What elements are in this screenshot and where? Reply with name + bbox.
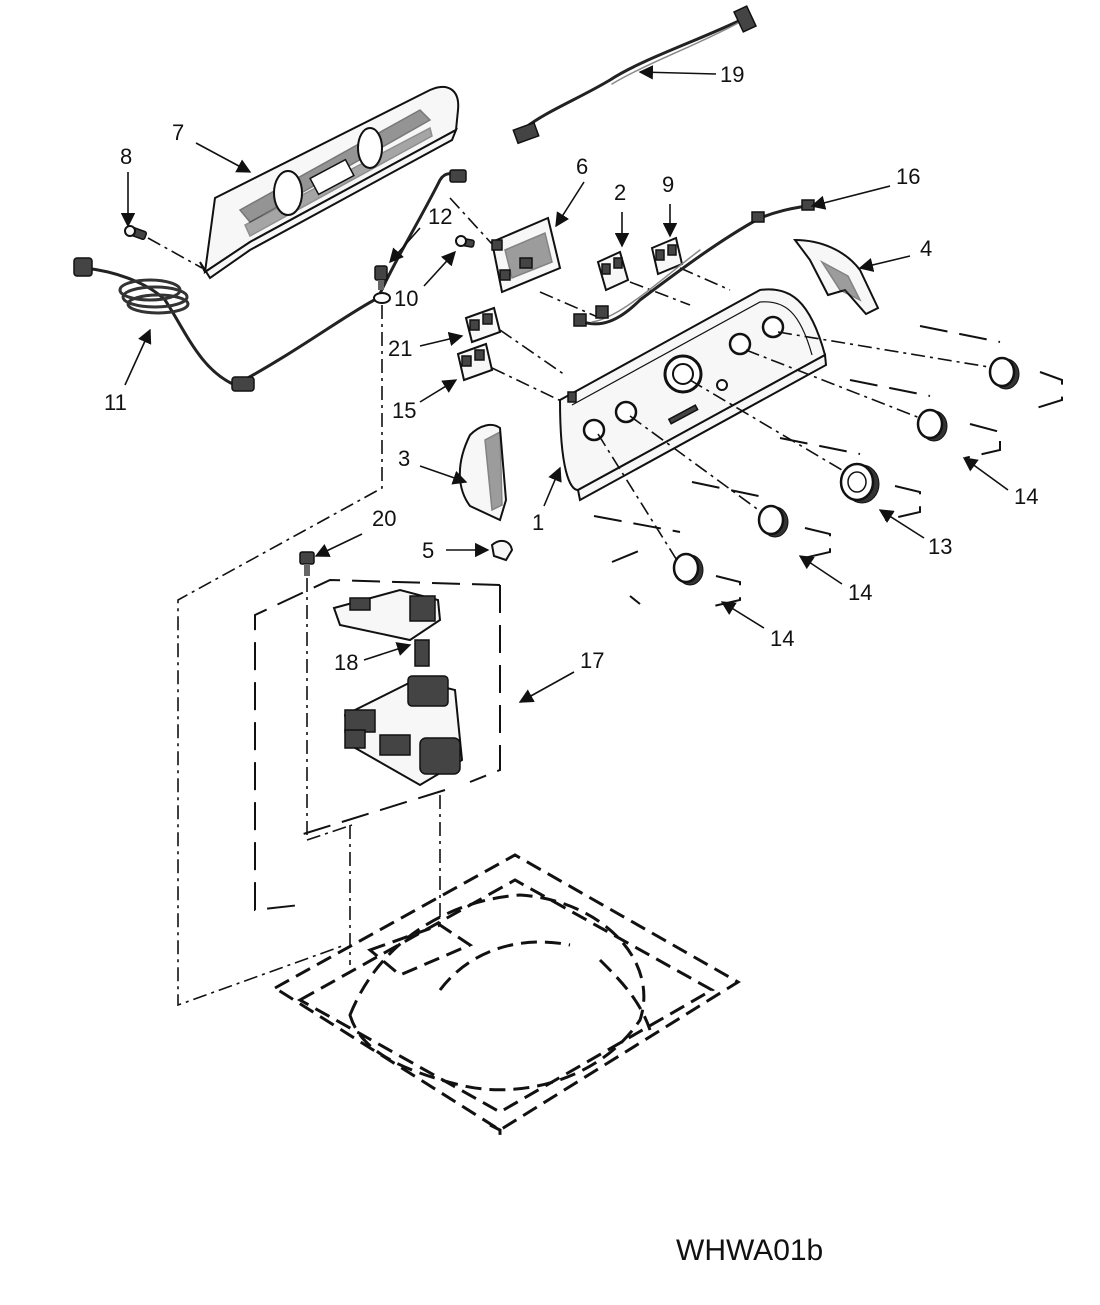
- callout-3: 3: [398, 446, 410, 471]
- clip-5: [490, 539, 514, 562]
- callout-7: 7: [172, 120, 184, 145]
- callout-5: 5: [422, 538, 434, 563]
- screw-12: [374, 265, 388, 290]
- callout-19: 19: [720, 62, 744, 87]
- callout-13: 13: [928, 534, 952, 559]
- washer-10: [373, 292, 391, 304]
- callout-16: 16: [896, 164, 920, 189]
- callout-4: 4: [920, 236, 932, 261]
- knob-14: [988, 356, 1020, 390]
- callout-10: 10: [394, 286, 418, 311]
- end-cap-3: [458, 423, 508, 522]
- water-valve-18: [332, 588, 442, 667]
- power-cord-11: [73, 169, 467, 392]
- console-1: [558, 288, 828, 502]
- callout-14: 14: [848, 580, 872, 605]
- callout-15: 15: [392, 398, 416, 423]
- callout-9: 9: [662, 172, 674, 197]
- knob-14: [672, 552, 704, 586]
- screw-near-6: [455, 235, 475, 248]
- wire-harness-19: [512, 5, 757, 145]
- callout-21: 21: [388, 336, 412, 361]
- callout-14: 14: [770, 626, 794, 651]
- dispenser-assembly-17: [343, 675, 464, 787]
- end-cap-4: [792, 238, 880, 316]
- callout-14: 14: [1014, 484, 1038, 509]
- switch-2: [596, 250, 630, 292]
- knob-14: [916, 408, 948, 442]
- callout-6: 6: [576, 154, 588, 179]
- knob-14: [757, 504, 789, 538]
- callout-18: 18: [334, 650, 358, 675]
- callout-20: 20: [372, 506, 396, 531]
- callout-11: 11: [104, 390, 127, 415]
- diagram-code: WHWA01b: [676, 1234, 823, 1267]
- callout-8: 8: [120, 144, 132, 169]
- wire-harness-16: [573, 199, 815, 327]
- assembly-17-phantom-box: [254, 578, 501, 912]
- callout-2: 2: [614, 180, 626, 205]
- callout-12: 12: [428, 204, 452, 229]
- console-knob-hole: [582, 315, 785, 442]
- console-rear-panel-7: [199, 85, 460, 280]
- screw-20: [299, 551, 315, 576]
- switch-21: [464, 306, 502, 344]
- switch-9: [650, 236, 684, 276]
- knob-13: [839, 462, 880, 504]
- control-board-6: [490, 216, 562, 294]
- callout-17: 17: [580, 648, 604, 673]
- screw-8: [124, 225, 148, 241]
- cabinet-top-phantom: [272, 853, 741, 1135]
- switch-15: [456, 342, 494, 382]
- callout-1: 1: [532, 510, 544, 535]
